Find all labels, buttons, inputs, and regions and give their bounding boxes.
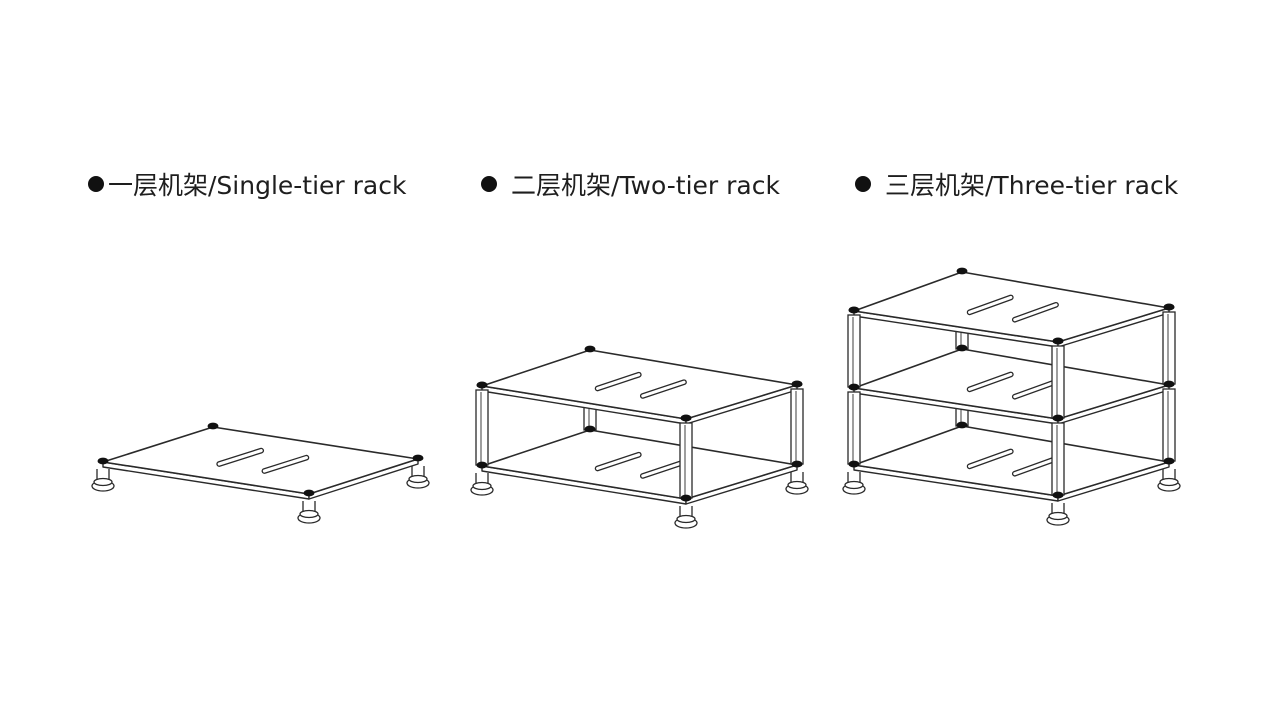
single-tier-rack-tier-1-slot-1: [216, 447, 265, 467]
single-tier-rack-tier-1-pad-l: [97, 457, 109, 465]
single-tier-rack-foot-f-base-top: [299, 509, 319, 519]
three-tier-rack-tier-2-pad-b: [956, 344, 968, 352]
two-tier-rack-tier-1-pad-l-front: [476, 461, 488, 469]
two-tier-rack-foot-r-base-top: [787, 480, 807, 490]
two-tier-rack: [470, 345, 809, 529]
single-tier-rack-foot-l-base-top: [93, 477, 113, 487]
three-tier-rack-tier-3-pad-r-front: [1163, 303, 1175, 311]
three-tier-rack: [842, 267, 1181, 526]
single-tier-rack-tier-1-pad-b: [207, 422, 219, 430]
three-tier-rack-tier-3-pad-b: [956, 267, 968, 275]
three-tier-rack-foot-f-base-top: [1048, 511, 1068, 521]
three-tier-rack-pillar-f-2: [1051, 345, 1065, 419]
two-tier-rack-tier-1-top-surface: [481, 429, 798, 500]
two-tier-rack-tier-2-top-surface: [481, 349, 798, 420]
single-tier-rack-tier-1-slot-2: [261, 454, 310, 474]
two-tier-rack-tier-2-slot-1: [594, 371, 642, 392]
three-tier-rack-tier-3-slot-2: [1011, 301, 1059, 323]
three-tier-rack-tier-1-pad-r-front: [1163, 457, 1175, 465]
three-tier-rack-tier-1-top-surface: [853, 425, 1170, 497]
three-tier-rack-tier-2-pad-f-front: [1052, 414, 1064, 422]
bullet-icon: [481, 176, 497, 192]
three-tier-rack-foot-l-base-top: [844, 480, 864, 490]
two-tier-rack-foot-f-base-top: [676, 514, 696, 524]
two-tier-rack-tier-1-pad-r-front: [791, 460, 803, 468]
single-tier-rack-tier-1-pad-f: [303, 489, 315, 497]
two-tier-rack-tier-2-pad-b: [584, 345, 596, 353]
single-tier-rack: [91, 422, 430, 524]
two-tier-rack-tier-2-pad-r-front: [791, 380, 803, 388]
two-tier-rack-pillar-r-1: [790, 388, 804, 465]
three-tier-rack-pillar-r-1: [1162, 388, 1176, 462]
three-tier-rack-tier-2-top-surface: [853, 348, 1170, 420]
two-tier-rack-tier-1-pad-b: [584, 425, 596, 433]
single-tier-label: 一层机架/Single-tier rack: [88, 166, 406, 202]
single-tier-label-text: 一层机架/Single-tier rack: [108, 171, 407, 200]
two-tier-label-text: 二层机架/Two-tier rack: [511, 171, 780, 200]
three-tier-rack-tier-2-pad-r-front: [1163, 380, 1175, 388]
two-tier-rack-tier-2-pad-l-front: [476, 381, 488, 389]
single-tier-rack-tier-1-pad-r: [412, 454, 424, 462]
three-tier-rack-pillar-l-2: [847, 314, 861, 388]
three-tier-rack-tier-1-pad-f-front: [1052, 491, 1064, 499]
three-tier-rack-tier-2-slot-1: [966, 371, 1014, 393]
two-tier-rack-pillar-f-1: [679, 422, 693, 499]
two-tier-label: 二层机架/Two-tier rack: [481, 166, 780, 202]
three-tier-rack-tier-1-pad-l-front: [848, 460, 860, 468]
two-tier-rack-pillar-l-1: [475, 389, 489, 466]
two-tier-rack-tier-1-pad-f-front: [680, 494, 692, 502]
single-tier-rack-tier-1-top-surface: [102, 426, 419, 495]
three-tier-label-text: 三层机架/Three-tier rack: [885, 171, 1179, 200]
three-tier-rack-tier-3-slot-1: [966, 294, 1014, 316]
three-tier-rack-pillar-l-1: [847, 391, 861, 465]
three-tier-rack-tier-3-pad-l-front: [848, 306, 860, 314]
three-tier-rack-pillar-f-1: [1051, 422, 1065, 496]
three-tier-rack-tier-3-pad-f-front: [1052, 337, 1064, 345]
three-tier-rack-pillar-r-2: [1162, 311, 1176, 385]
three-tier-rack-foot-r-base-top: [1159, 477, 1179, 487]
two-tier-rack-tier-2-slot-2: [639, 379, 687, 399]
bullet-icon: [855, 176, 871, 192]
three-tier-rack-tier-1-slot-1: [966, 448, 1014, 470]
bullet-icon: [88, 176, 104, 192]
two-tier-rack-tier-1-slot-1: [594, 451, 642, 472]
two-tier-rack-tier-2-pad-f-front: [680, 414, 692, 422]
three-tier-rack-tier-3-top-surface: [853, 271, 1170, 343]
single-tier-rack-foot-r-base-top: [408, 474, 428, 484]
three-tier-rack-tier-1-pad-b: [956, 421, 968, 429]
three-tier-rack-tier-2-pad-l-front: [848, 383, 860, 391]
two-tier-rack-foot-l-base-top: [472, 481, 492, 491]
three-tier-label: 三层机架/Three-tier rack: [855, 166, 1178, 202]
